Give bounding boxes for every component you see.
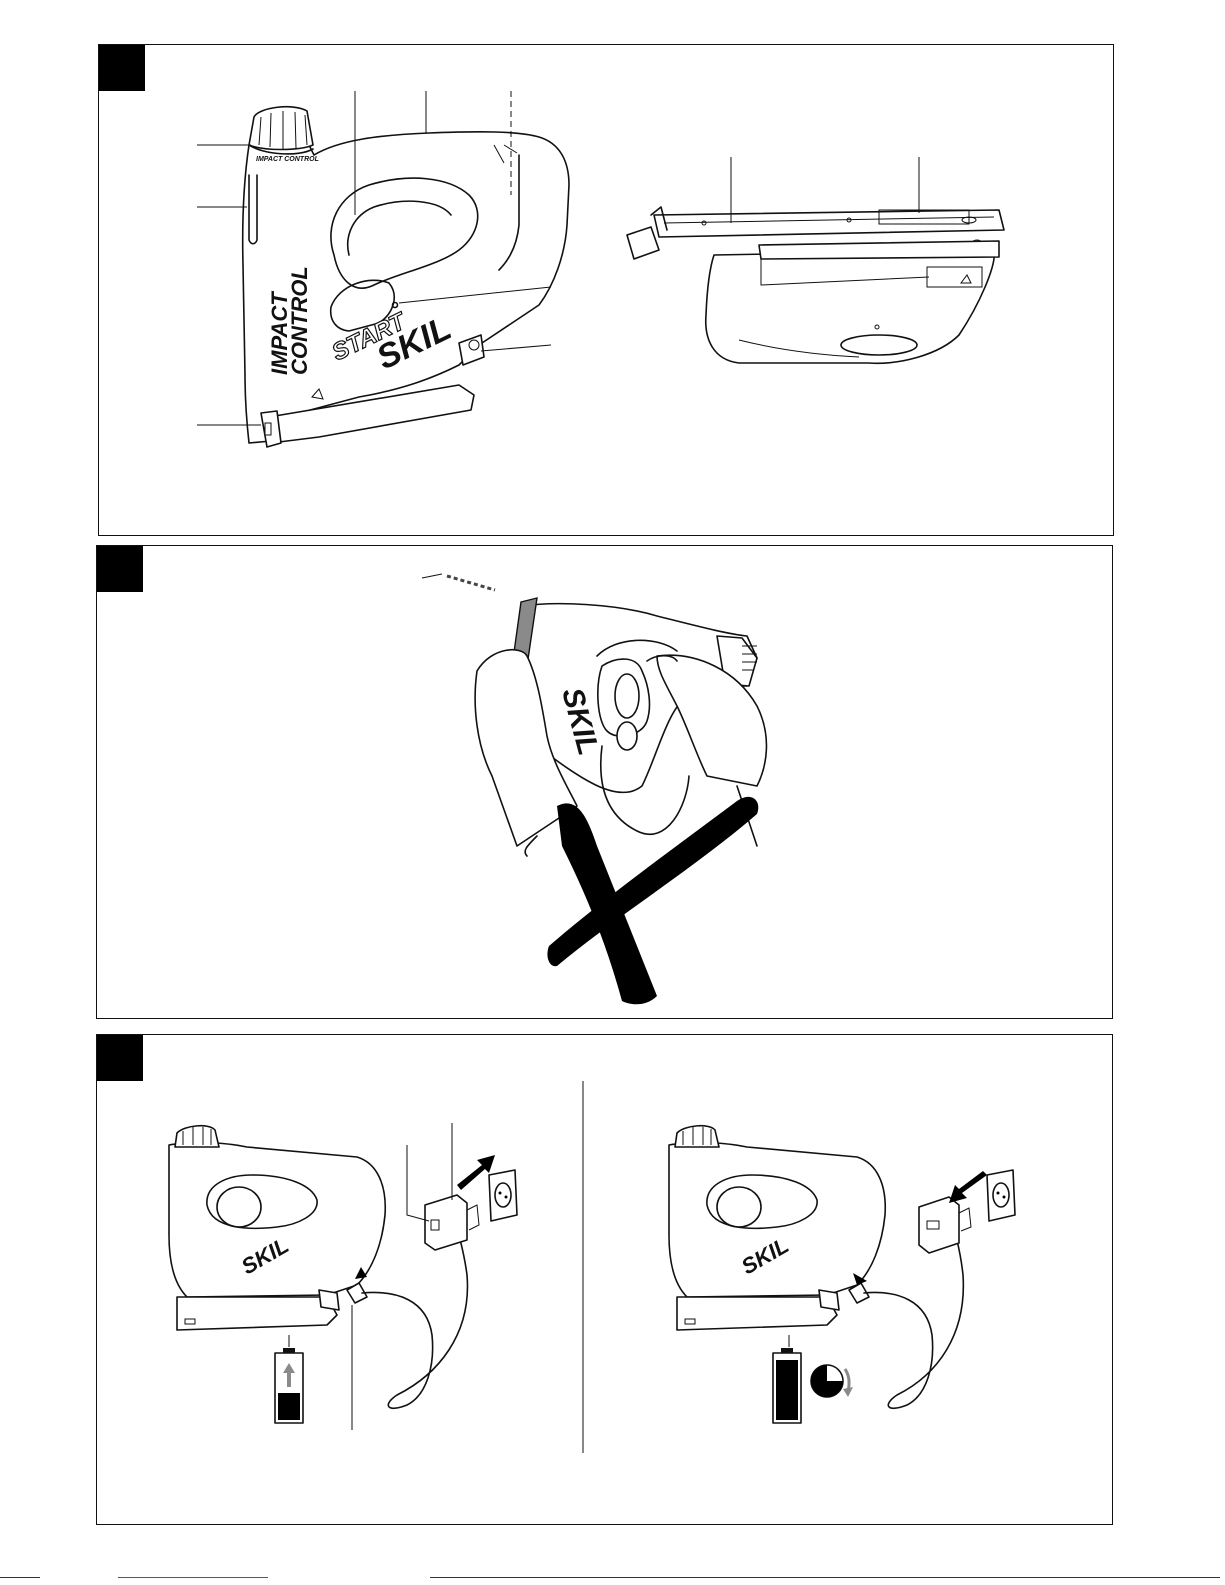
footer-rule-link — [118, 1577, 268, 1578]
motion-line — [447, 576, 495, 590]
footer-rule-right — [430, 1577, 1220, 1578]
figure-panel-1: IMPACT CONTROL IMPACT CONTROL START SKIL — [98, 44, 1114, 536]
magazine-view-illustration — [99, 45, 1115, 537]
hands-holding-tool-illustration: SKIL — [97, 546, 1114, 1020]
figure-panel-2: SKIL — [96, 545, 1113, 1019]
footer-rule-left — [0, 1577, 40, 1578]
figure-panel-3: SKIL SKIL — [96, 1034, 1113, 1525]
plug-in-arrow-icon — [949, 1171, 987, 1203]
charging-illustration: SKIL SKIL — [97, 1035, 1114, 1526]
